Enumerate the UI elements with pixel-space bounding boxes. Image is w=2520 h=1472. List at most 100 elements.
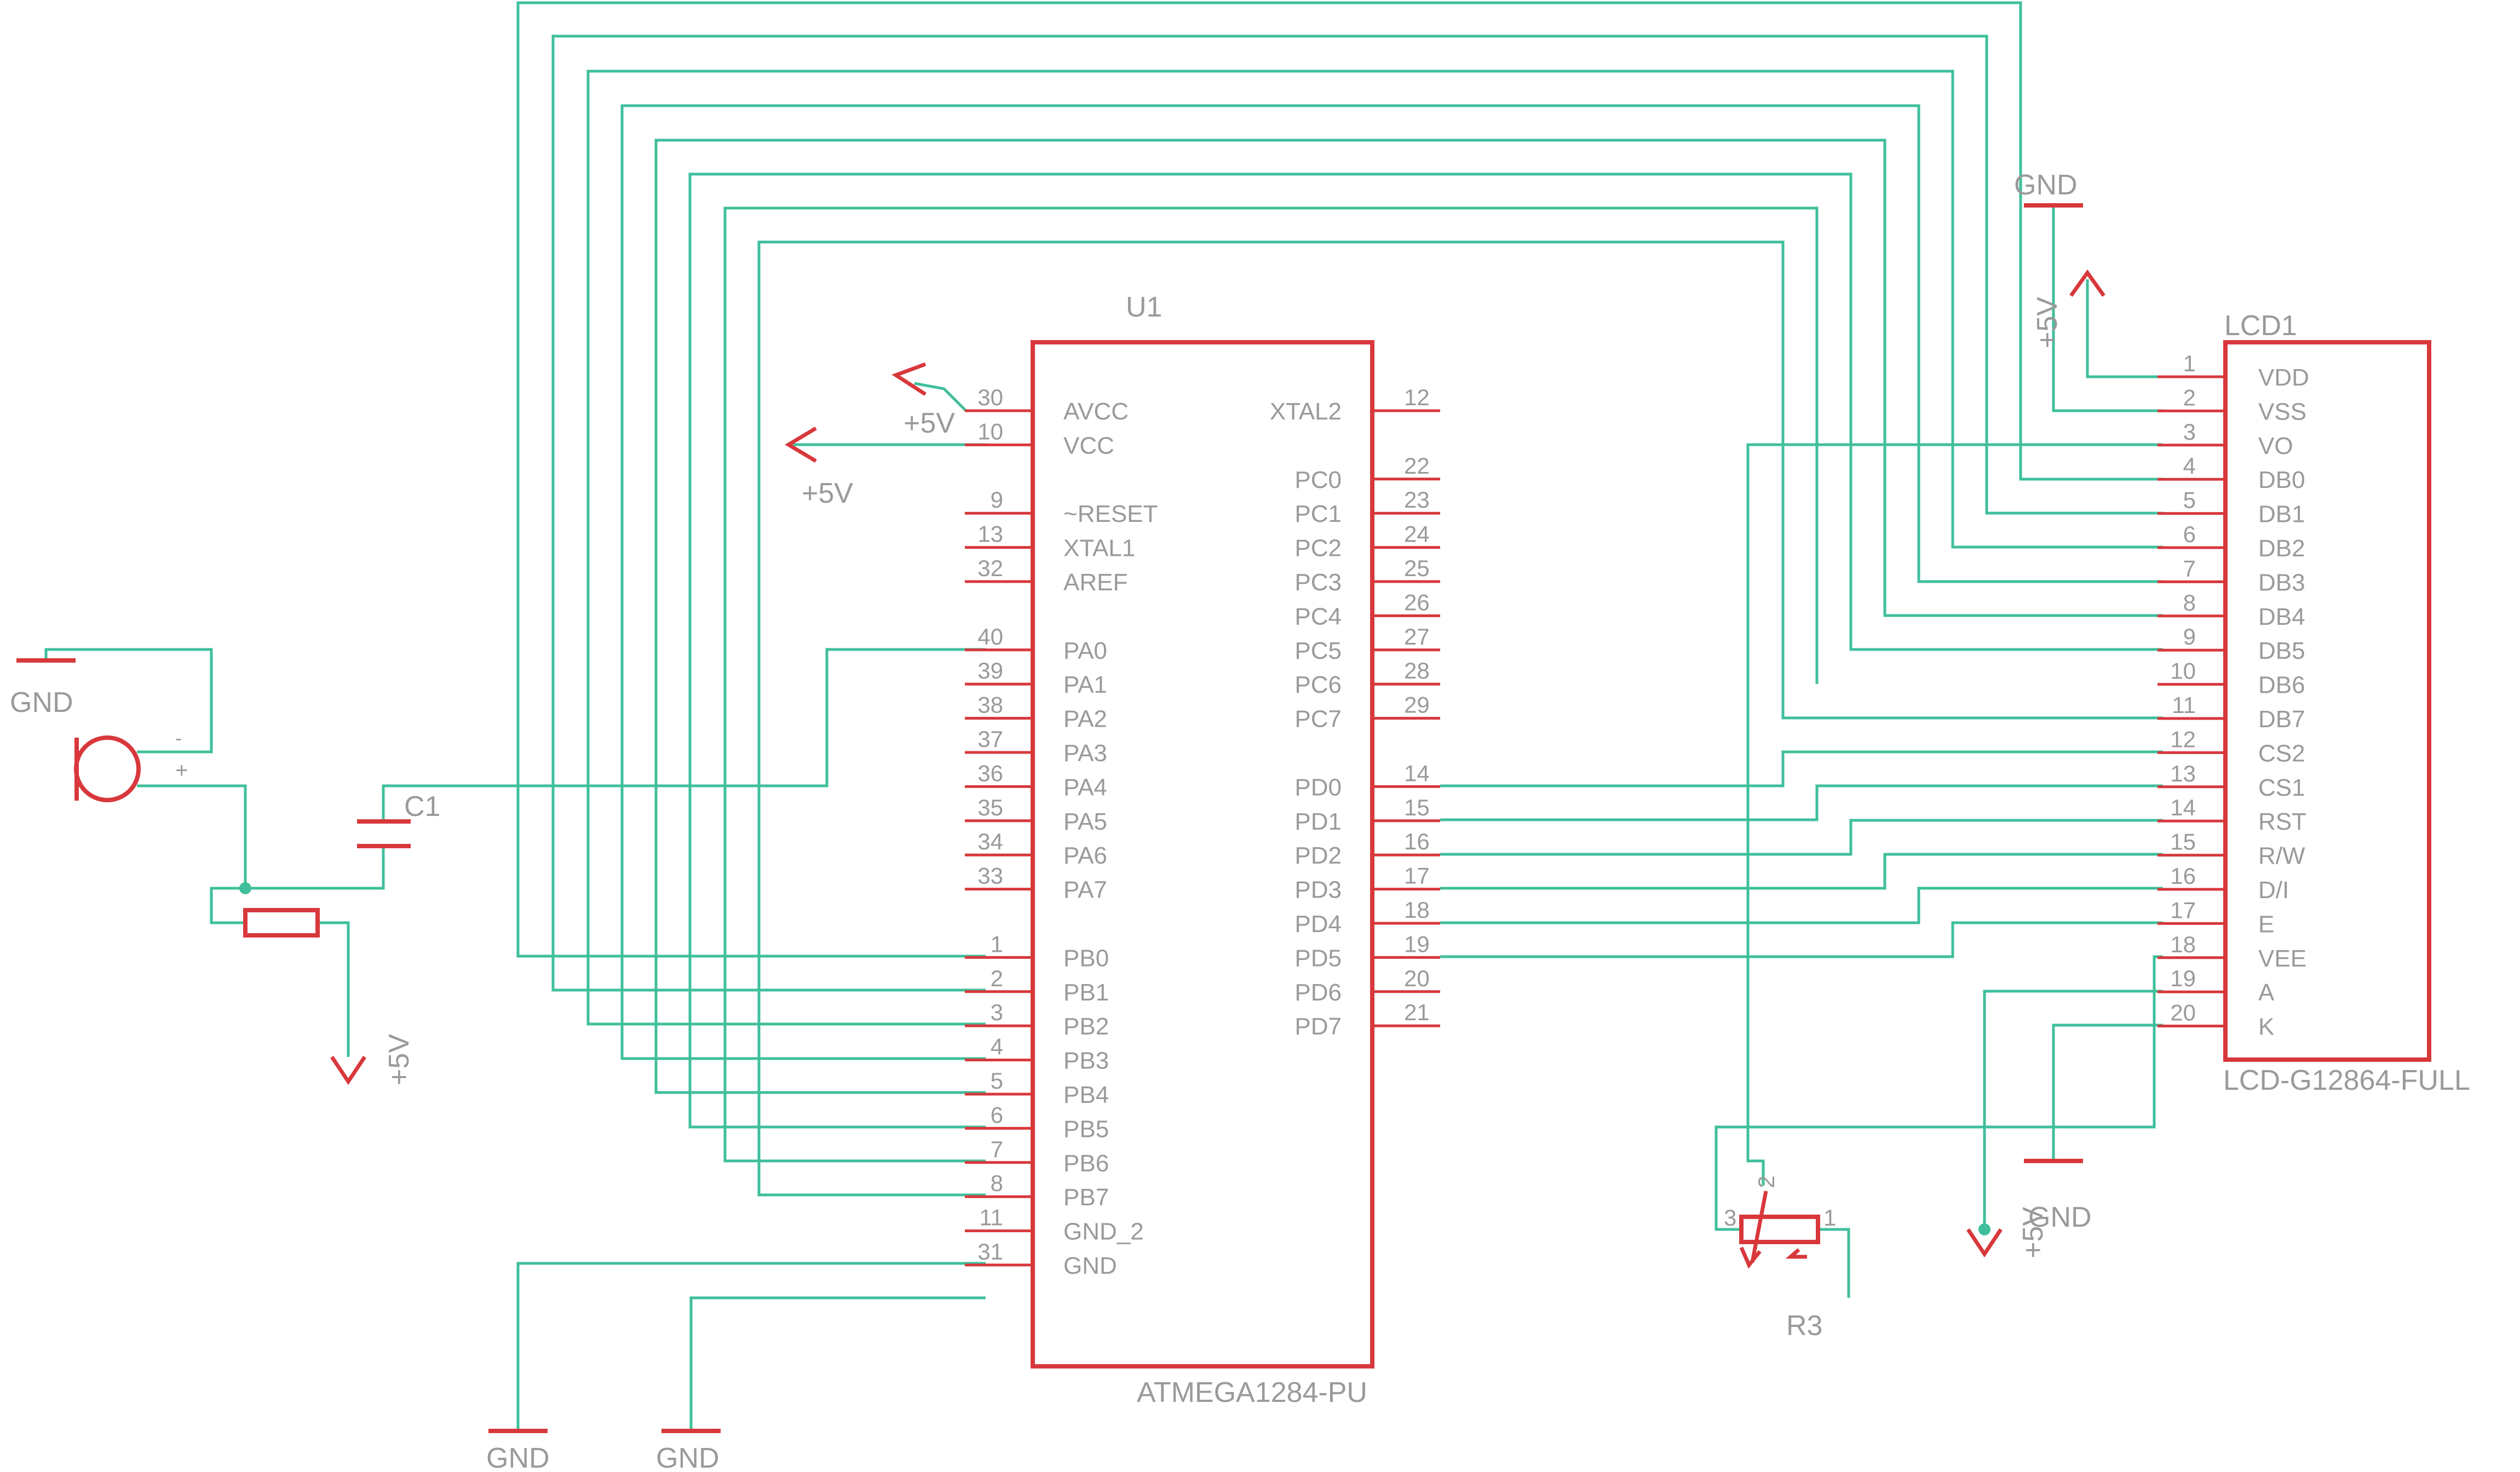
u1-pin-number: 1 — [991, 931, 1003, 957]
vcc-arrow-vcc — [785, 426, 817, 463]
lcd1-pin-label: A — [2258, 979, 2275, 1006]
u1-pin-number: 34 — [977, 829, 1003, 854]
u1-pin-label: GND_2 — [1063, 1218, 1144, 1245]
lcd1-pin-number: 18 — [2170, 932, 2196, 957]
net-led-a — [1983, 990, 2163, 1229]
u1-pin-label: PA6 — [1063, 842, 1107, 869]
net-mic-minus — [44, 648, 213, 754]
u1-pin-label: PC3 — [1294, 569, 1342, 596]
u1-pin-number: 13 — [977, 521, 1003, 547]
lcd1-pin-label: CS1 — [2258, 774, 2305, 801]
lcd1-pin-label: K — [2258, 1014, 2274, 1040]
u1-pin-label: PB4 — [1063, 1082, 1109, 1108]
u1-pin-label: ~RESET — [1063, 501, 1158, 527]
u1-pin-label: PA0 — [1063, 637, 1107, 664]
u1-pin-number: 9 — [991, 487, 1003, 513]
u1-pin-label: PD1 — [1294, 808, 1342, 835]
net-vo — [1746, 443, 2163, 1186]
u1-pin-label: PA1 — [1063, 671, 1107, 698]
lcd1-pin-label: E — [2258, 911, 2274, 938]
u1-pin-number: 22 — [1404, 453, 1430, 479]
lcd1-pin-number: 4 — [2183, 453, 2196, 479]
lcd1-pin-number: 10 — [2170, 658, 2196, 684]
net-db7 — [757, 240, 2163, 1197]
lcd1-pin-label: DB4 — [2258, 603, 2305, 630]
net-pa0 — [382, 648, 986, 821]
parts — [16, 203, 2431, 1433]
u1-pin-label: PB6 — [1063, 1150, 1109, 1177]
u1-pin-number: 21 — [1404, 999, 1430, 1025]
r3-name: R3 — [1786, 1310, 1822, 1342]
lcd1-pin-label: D/I — [2258, 877, 2289, 904]
lcd1-pin-number: 8 — [2183, 590, 2196, 616]
u1-pin-number: 19 — [1404, 931, 1430, 957]
u1-pin-label: AVCC — [1063, 398, 1129, 425]
u1-pin-number: 12 — [1404, 384, 1430, 410]
net-mic-plus — [137, 784, 247, 924]
net-led-k — [2052, 1024, 2163, 1161]
mic-plus-label: + — [175, 758, 188, 783]
u1-pin-label: PD2 — [1294, 842, 1342, 869]
vcc-arrow-led — [1966, 1228, 2003, 1258]
lcd1-pin-number: 3 — [2183, 419, 2196, 445]
net-db2 — [586, 70, 2163, 1026]
net-db6 — [723, 206, 1819, 1163]
gnd-label: GND — [2028, 1201, 2092, 1233]
u1-pin-number: 20 — [1404, 965, 1430, 991]
resistor-body — [243, 908, 320, 938]
u1-name: U1 — [1126, 291, 1162, 323]
junction-dot — [239, 882, 251, 894]
u1-pin-number: 18 — [1404, 897, 1430, 923]
u1-pin-number: 23 — [1404, 487, 1430, 513]
junction-dot — [1978, 1223, 1990, 1235]
wires — [44, 1, 2163, 1431]
u1-pin-label: PA7 — [1063, 877, 1107, 904]
u1-pin-label: PD3 — [1294, 877, 1342, 904]
vcc-label: +5V — [2032, 297, 2063, 348]
pin-lines — [965, 375, 2225, 1267]
lcd1-pin-label: VEE — [2258, 945, 2306, 972]
u1-pin-number: 40 — [977, 624, 1003, 649]
pin-texts: 30AVCC10VCC9~RESET13XTAL132AREF40PA039PA… — [977, 350, 2309, 1279]
u1-pin-label: PD6 — [1294, 979, 1342, 1006]
lcd1-pin-label: DB1 — [2258, 501, 2305, 528]
lcd1-body — [2223, 340, 2431, 1062]
u1-pin-number: 29 — [1404, 692, 1430, 718]
u1-pin-label: PB3 — [1063, 1048, 1109, 1074]
u1-pin-label: PC6 — [1294, 671, 1342, 698]
lcd1-pin-label: VDD — [2258, 364, 2309, 391]
u1-pin-number: 10 — [977, 418, 1003, 444]
lcd1-pin-label: RST — [2258, 808, 2306, 835]
lcd1-pin-label: VSS — [2258, 398, 2306, 425]
lcd1-pin-number: 20 — [2170, 1000, 2196, 1026]
u1-pin-label: PD0 — [1294, 774, 1342, 801]
u1-pin-number: 15 — [1404, 795, 1430, 820]
u1-pin-label: PC4 — [1294, 603, 1342, 630]
u1-pin-label: GND — [1063, 1252, 1117, 1279]
u1-pin-label: PB2 — [1063, 1013, 1109, 1040]
supply-arrows — [330, 269, 2105, 1269]
r3-side-arrow — [1785, 1248, 1807, 1259]
net-db5 — [688, 173, 2163, 1129]
u1-pin-number: 3 — [991, 999, 1003, 1025]
u1-pin-number: 26 — [1404, 589, 1430, 615]
net-db3 — [620, 104, 2163, 1060]
u1-pin-label: PC0 — [1294, 467, 1342, 493]
u1-pin-number: 4 — [991, 1034, 1003, 1060]
vcc-arrow-lcd — [2069, 269, 2105, 297]
u1-pin-label: XTAL2 — [1270, 398, 1342, 425]
net-e — [1440, 921, 2163, 958]
u1-pin-number: 36 — [977, 760, 1003, 786]
net-cs2 — [1440, 750, 2163, 787]
lcd1-name: LCD1 — [2224, 310, 2297, 342]
u1-pin-label: PD5 — [1294, 945, 1342, 971]
u1-pin-label: PD4 — [1294, 911, 1342, 938]
gnd-label: GND — [10, 687, 73, 718]
u1-pin-label: PA2 — [1063, 706, 1107, 733]
lcd1-pin-number: 15 — [2170, 829, 2196, 855]
net-gnd2 — [516, 1262, 986, 1431]
lcd1-pin-number: 7 — [2183, 555, 2196, 581]
lcd1-pin-number: 5 — [2183, 487, 2196, 513]
lcd1-pin-label: VO — [2258, 433, 2293, 459]
r3-wiper-arrow — [1750, 1191, 1768, 1263]
